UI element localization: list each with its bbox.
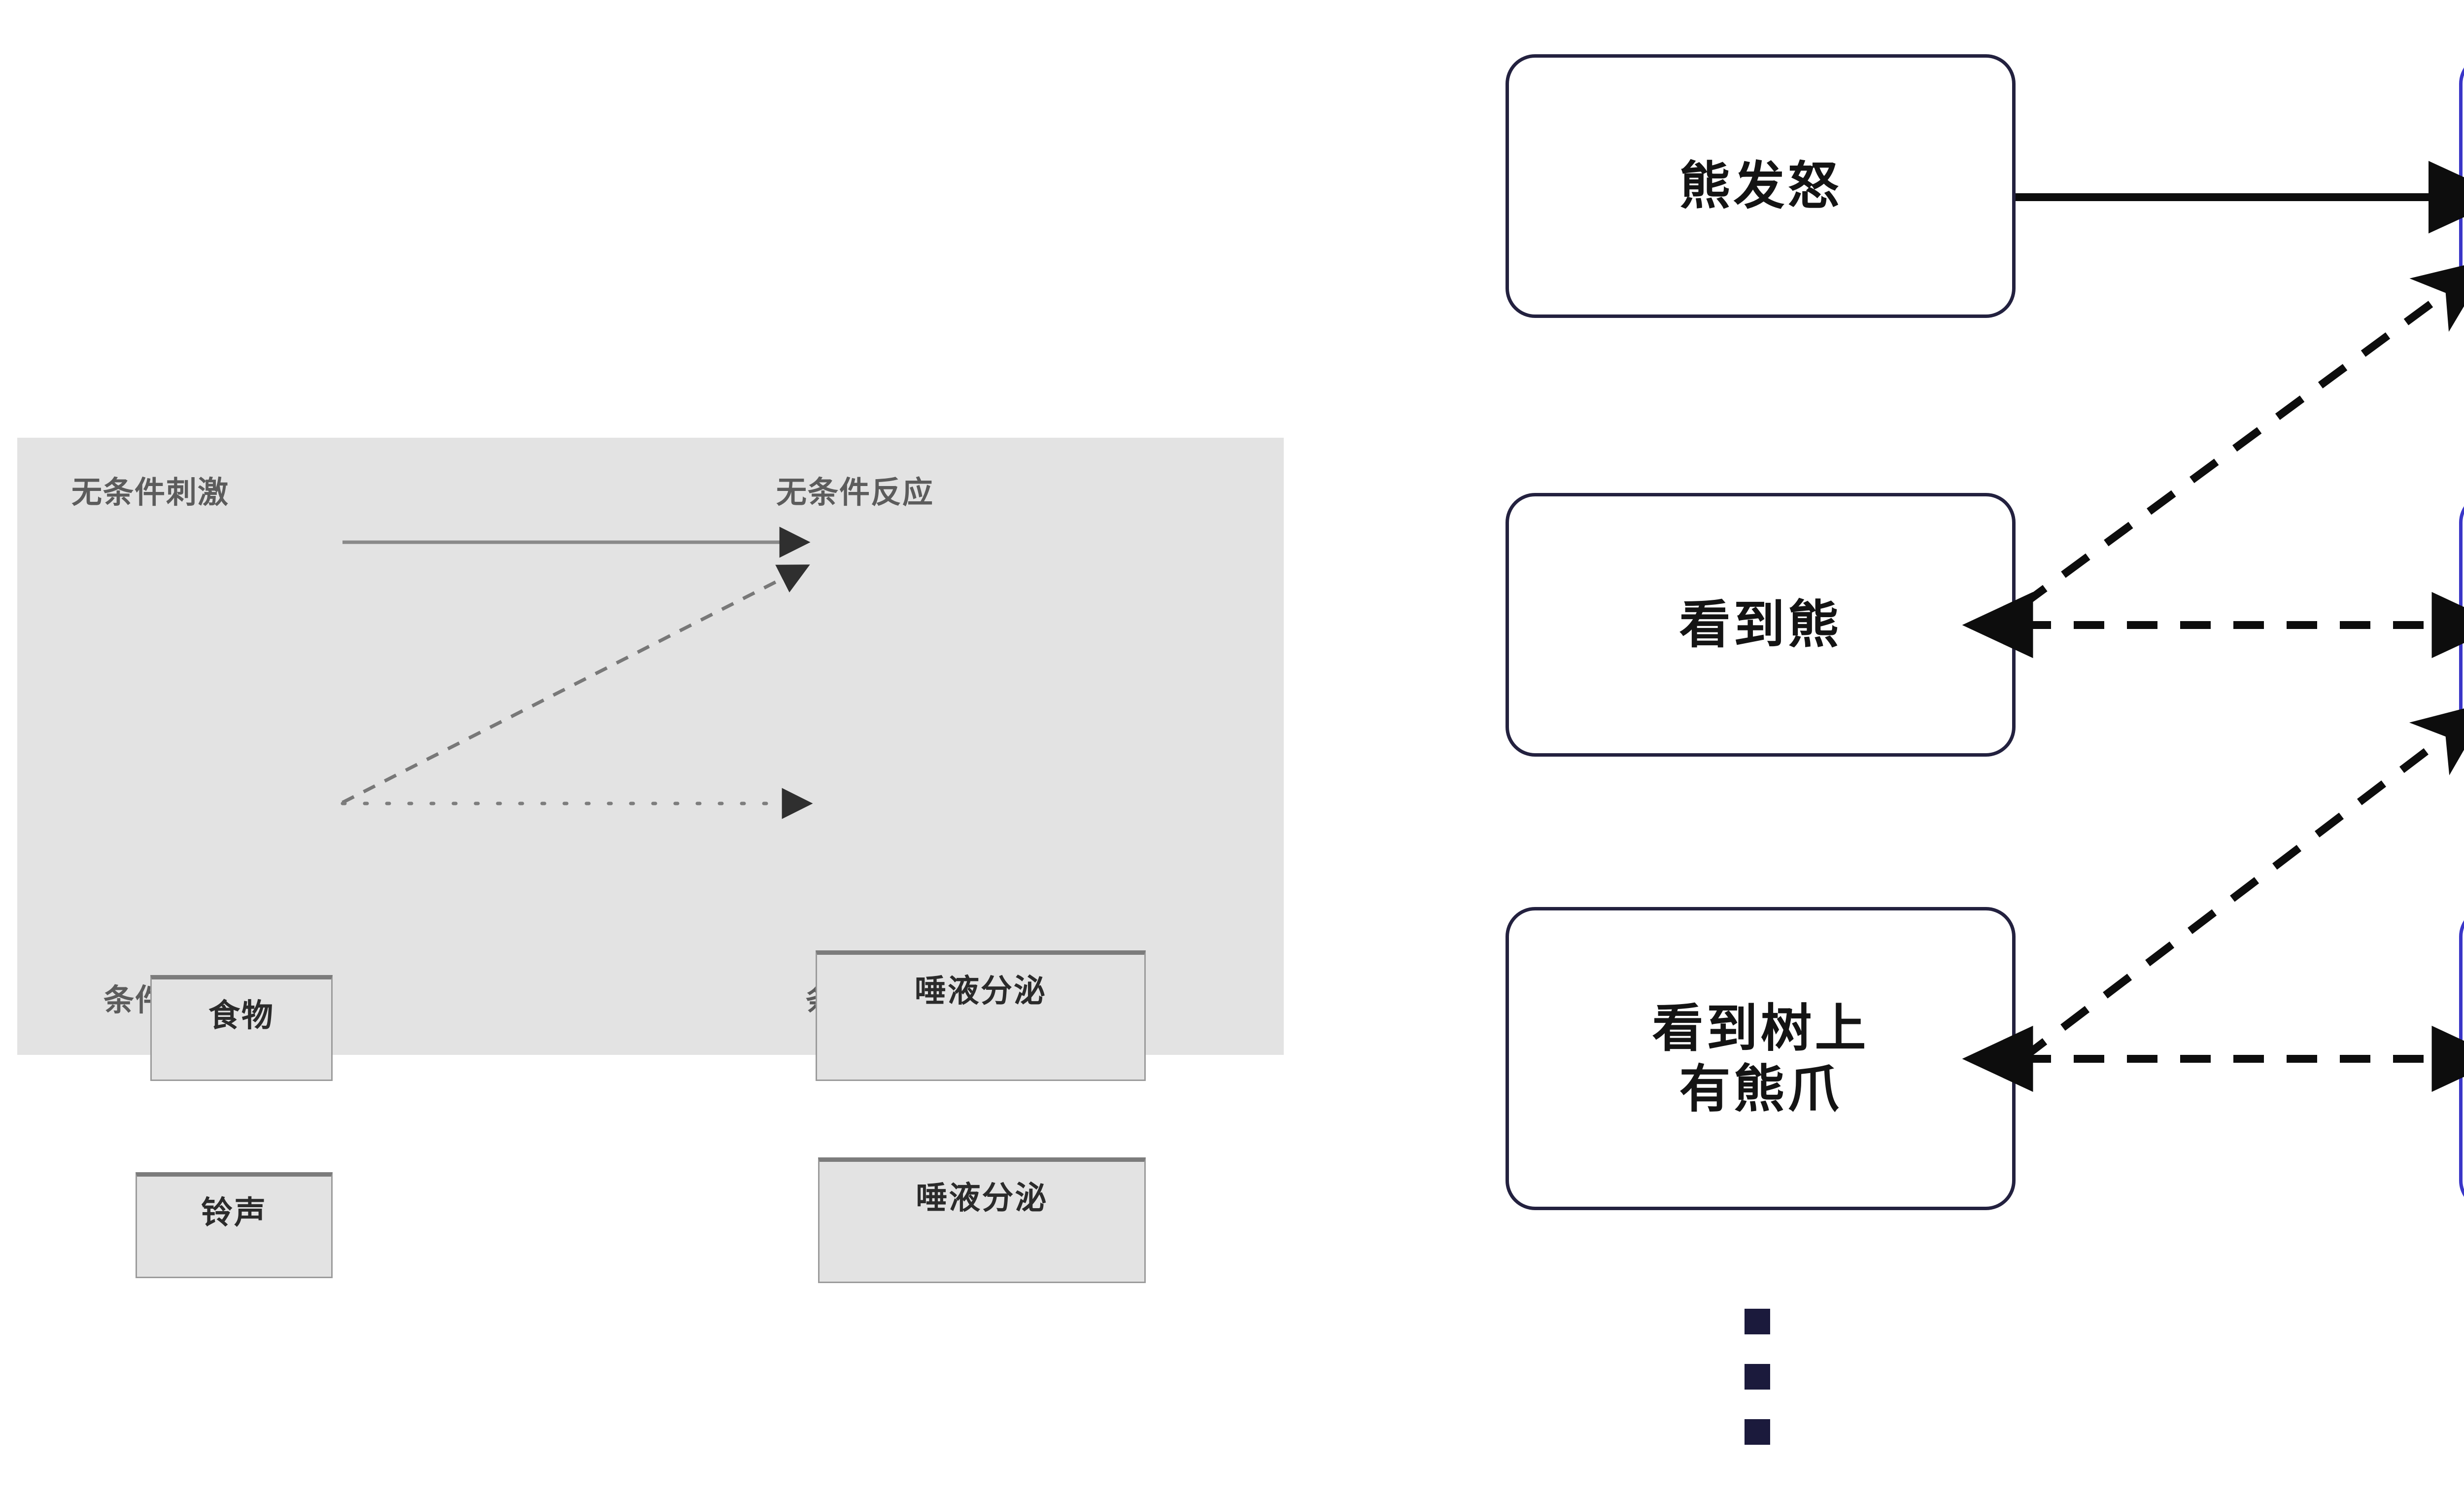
box-see-claw-on-tree: 看到树上 有熊爪 — [1506, 907, 2016, 1210]
caption-unconditioned-response: 无条件反应 — [776, 474, 934, 510]
box-salivation-unconditioned: 唾液分泌 — [816, 950, 1146, 1081]
box-salivation-conditioned-label: 唾液分泌 — [916, 1180, 1048, 1217]
box-food: 食物 — [150, 975, 333, 1081]
box-bear-angry: 熊发怒 — [1506, 54, 2016, 318]
arrow-bell-to-unconditioned-salivation — [342, 564, 810, 804]
box-value-s: V(s) — [2459, 907, 2464, 1210]
box-salivation-conditioned: 唾液分泌 — [818, 1157, 1146, 1283]
ellipsis-dot — [1745, 1309, 1770, 1334]
box-salivation-unconditioned-label: 唾液分泌 — [915, 973, 1047, 1010]
ellipsis-dot — [1745, 1419, 1770, 1445]
vertical-ellipsis-left — [1745, 1309, 1770, 1445]
classical-conditioning-panel: 无条件刺激 无条件反应 条件刺激 条件反应 食物 铃声 唾液分泌 唾液分泌 — [17, 438, 1284, 1283]
box-food-label: 食物 — [208, 998, 274, 1034]
box-reward: 奖励 — [2459, 54, 2464, 318]
caption-unconditioned-stimulus: 无条件刺激 — [71, 474, 230, 510]
box-bell-label: 铃声 — [201, 1195, 267, 1231]
connector-see-claw-to-value-s-prime — [2018, 701, 2464, 1063]
classical-conditioning-arrows — [341, 526, 813, 819]
box-bear-angry-label: 熊发怒 — [1679, 156, 1842, 216]
box-bell: 铃声 — [136, 1172, 333, 1278]
ellipsis-dot — [1745, 1364, 1770, 1390]
box-see-bear: 看到熊 — [1506, 493, 2016, 757]
box-see-bear-label: 看到熊 — [1679, 594, 1842, 655]
box-value-s-prime: V(s′) — [2459, 493, 2464, 757]
box-see-claw-on-tree-label: 看到树上 有熊爪 — [1652, 998, 1869, 1119]
connector-see-bear-to-reward — [2018, 258, 2464, 610]
